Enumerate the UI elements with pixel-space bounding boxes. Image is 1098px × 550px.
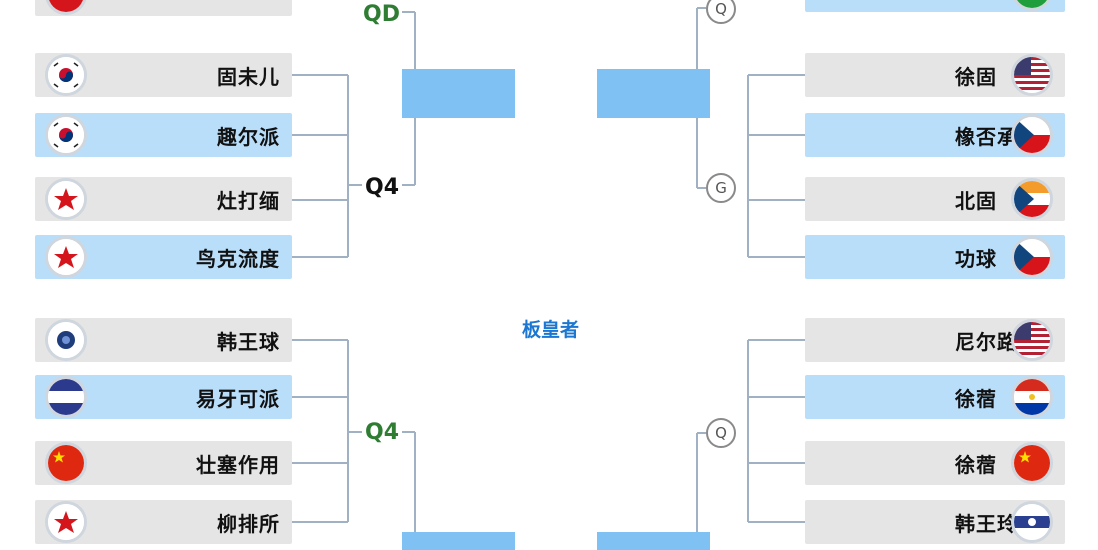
semifinal-box-bottom-right[interactable] [597, 532, 710, 550]
team-name: 韩王球 [217, 329, 280, 354]
round-label-qd: QD [363, 2, 400, 27]
center-title: 板皇者 [522, 319, 580, 341]
right-team-slot-5[interactable]: 功球 [805, 235, 1065, 279]
flag-icon [1011, 376, 1053, 418]
right-team-slot-8[interactable]: 徐蓿 [805, 441, 1065, 485]
team-name: 徐固 [955, 64, 997, 89]
right-team-slot-9[interactable]: 韩王玲 [805, 500, 1065, 544]
semifinal-box-bottom-left[interactable] [402, 532, 515, 550]
semifinal-box-top-left[interactable] [402, 69, 515, 118]
left-team-slot-1[interactable] [35, 0, 292, 16]
round-label-q4-left-mid: Q4 [365, 175, 400, 200]
right-team-slot-2[interactable]: 徐固 [805, 53, 1065, 97]
round-label-q4-left-bottom: Q4 [365, 420, 400, 445]
flag-icon [1011, 442, 1053, 484]
left-team-slot-7[interactable]: 易牙可派 [35, 375, 292, 419]
team-name: 趣尔派 [217, 124, 280, 149]
flag-icon [45, 501, 87, 543]
flag-icon [1011, 178, 1053, 220]
flag-icon [1011, 319, 1053, 361]
flag-icon [45, 442, 87, 484]
flag-icon [45, 114, 87, 156]
team-name: 韩王玲 [955, 511, 1018, 536]
flag-icon [45, 178, 87, 220]
match-node-mid[interactable]: G [706, 173, 736, 203]
team-name: 壮塞作用 [196, 452, 280, 477]
team-name: 北固 [955, 188, 997, 213]
match-node-top[interactable]: Q [706, 0, 736, 24]
team-name: 易牙可派 [196, 386, 280, 411]
left-team-slot-4[interactable]: 灶打缅 [35, 177, 292, 221]
team-name: 徐蓿 [955, 452, 997, 477]
flag-icon [45, 0, 87, 15]
semifinal-box-top-right[interactable] [597, 69, 710, 118]
team-name: 灶打缅 [217, 188, 280, 213]
team-name: 橡否承 [955, 124, 1018, 149]
left-team-slot-8[interactable]: 壮塞作用 [35, 441, 292, 485]
left-team-slot-9[interactable]: 柳排所 [35, 500, 292, 544]
flag-icon [45, 376, 87, 418]
right-team-slot-4[interactable]: 北固 [805, 177, 1065, 221]
match-node-bottom[interactable]: Q [706, 418, 736, 448]
flag-icon [1011, 501, 1053, 543]
right-team-slot-1[interactable] [805, 0, 1065, 12]
left-team-slot-2[interactable]: 固未儿 [35, 53, 292, 97]
flag-icon [1011, 236, 1053, 278]
right-team-slot-7[interactable]: 徐蓿 [805, 375, 1065, 419]
left-team-slot-3[interactable]: 趣尔派 [35, 113, 292, 157]
team-name: 徐蓿 [955, 386, 997, 411]
flag-icon [1011, 114, 1053, 156]
team-name: 尼尔路 [955, 329, 1018, 354]
right-team-slot-6[interactable]: 尼尔路 [805, 318, 1065, 362]
team-name: 鸟克流度 [196, 246, 280, 271]
flag-icon [1011, 0, 1053, 11]
left-team-slot-5[interactable]: 鸟克流度 [35, 235, 292, 279]
flag-icon [1011, 54, 1053, 96]
team-name: 固未儿 [217, 64, 280, 89]
right-team-slot-3[interactable]: 橡否承 [805, 113, 1065, 157]
left-team-slot-6[interactable]: 韩王球 [35, 318, 292, 362]
flag-icon [45, 236, 87, 278]
team-name: 柳排所 [217, 511, 280, 536]
flag-icon [45, 319, 87, 361]
team-name: 功球 [955, 246, 997, 271]
flag-icon [45, 54, 87, 96]
